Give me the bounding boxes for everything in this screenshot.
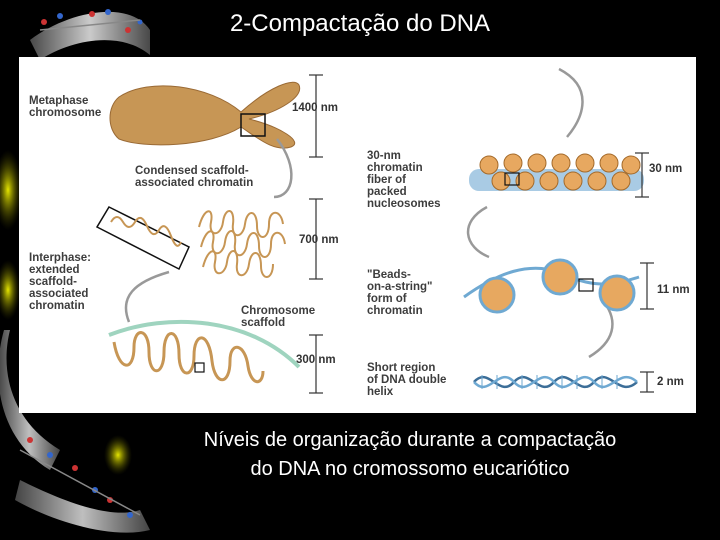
caption-line-1: Níveis de organização durante a compacta… — [203, 429, 617, 451]
interphase-inset — [95, 206, 190, 271]
scale-1400nm: 1400 nm — [292, 102, 339, 114]
beads-on-a-string — [463, 258, 640, 314]
figure-caption: Níveis de organização durante a compacta… — [140, 426, 680, 484]
scale-bars-right — [635, 152, 654, 393]
chromatin-compaction-figure: Metaphase chromosome Condensed scaffold-… — [19, 57, 696, 413]
scale-bars-left — [309, 74, 323, 394]
figure-artwork — [95, 67, 654, 394]
label-30nm-fiber: 30-nm chromatin fiber of packed nucleoso… — [367, 150, 441, 210]
label-scaffold: Chromosome scaffold — [241, 305, 316, 329]
chromatin-fiber-30nm — [469, 153, 644, 191]
label-condensed: Condensed scaffold- associated chromatin — [135, 165, 254, 189]
scale-300nm: 300 nm — [296, 354, 336, 366]
label-dna-helix: Short region of DNA double helix — [367, 362, 447, 398]
label-interphase: Interphase: extended scaffold- associate… — [29, 252, 91, 312]
scaffold-with-loops — [108, 319, 301, 384]
label-metaphase: Metaphase chromosome — [29, 95, 102, 119]
dna-double-helix — [473, 375, 638, 389]
caption-line-2: do DNA no cromossomo eucariótico — [250, 458, 570, 480]
scale-700nm: 700 nm — [299, 234, 339, 246]
scale-30nm: 30 nm — [649, 163, 683, 175]
scale-11nm: 11 nm — [657, 284, 690, 296]
condensed-chromatin-loops — [198, 210, 286, 278]
scale-2nm: 2 nm — [657, 376, 684, 388]
label-beads: "Beads- on-a-string" form of chromatin — [367, 269, 433, 317]
metaphase-chromosome-shape — [109, 81, 301, 149]
slide-title: 2-Compactação do DNA — [229, 10, 491, 37]
zoom-box-metaphase — [240, 113, 266, 137]
dna-model-decoration — [0, 9, 150, 533]
